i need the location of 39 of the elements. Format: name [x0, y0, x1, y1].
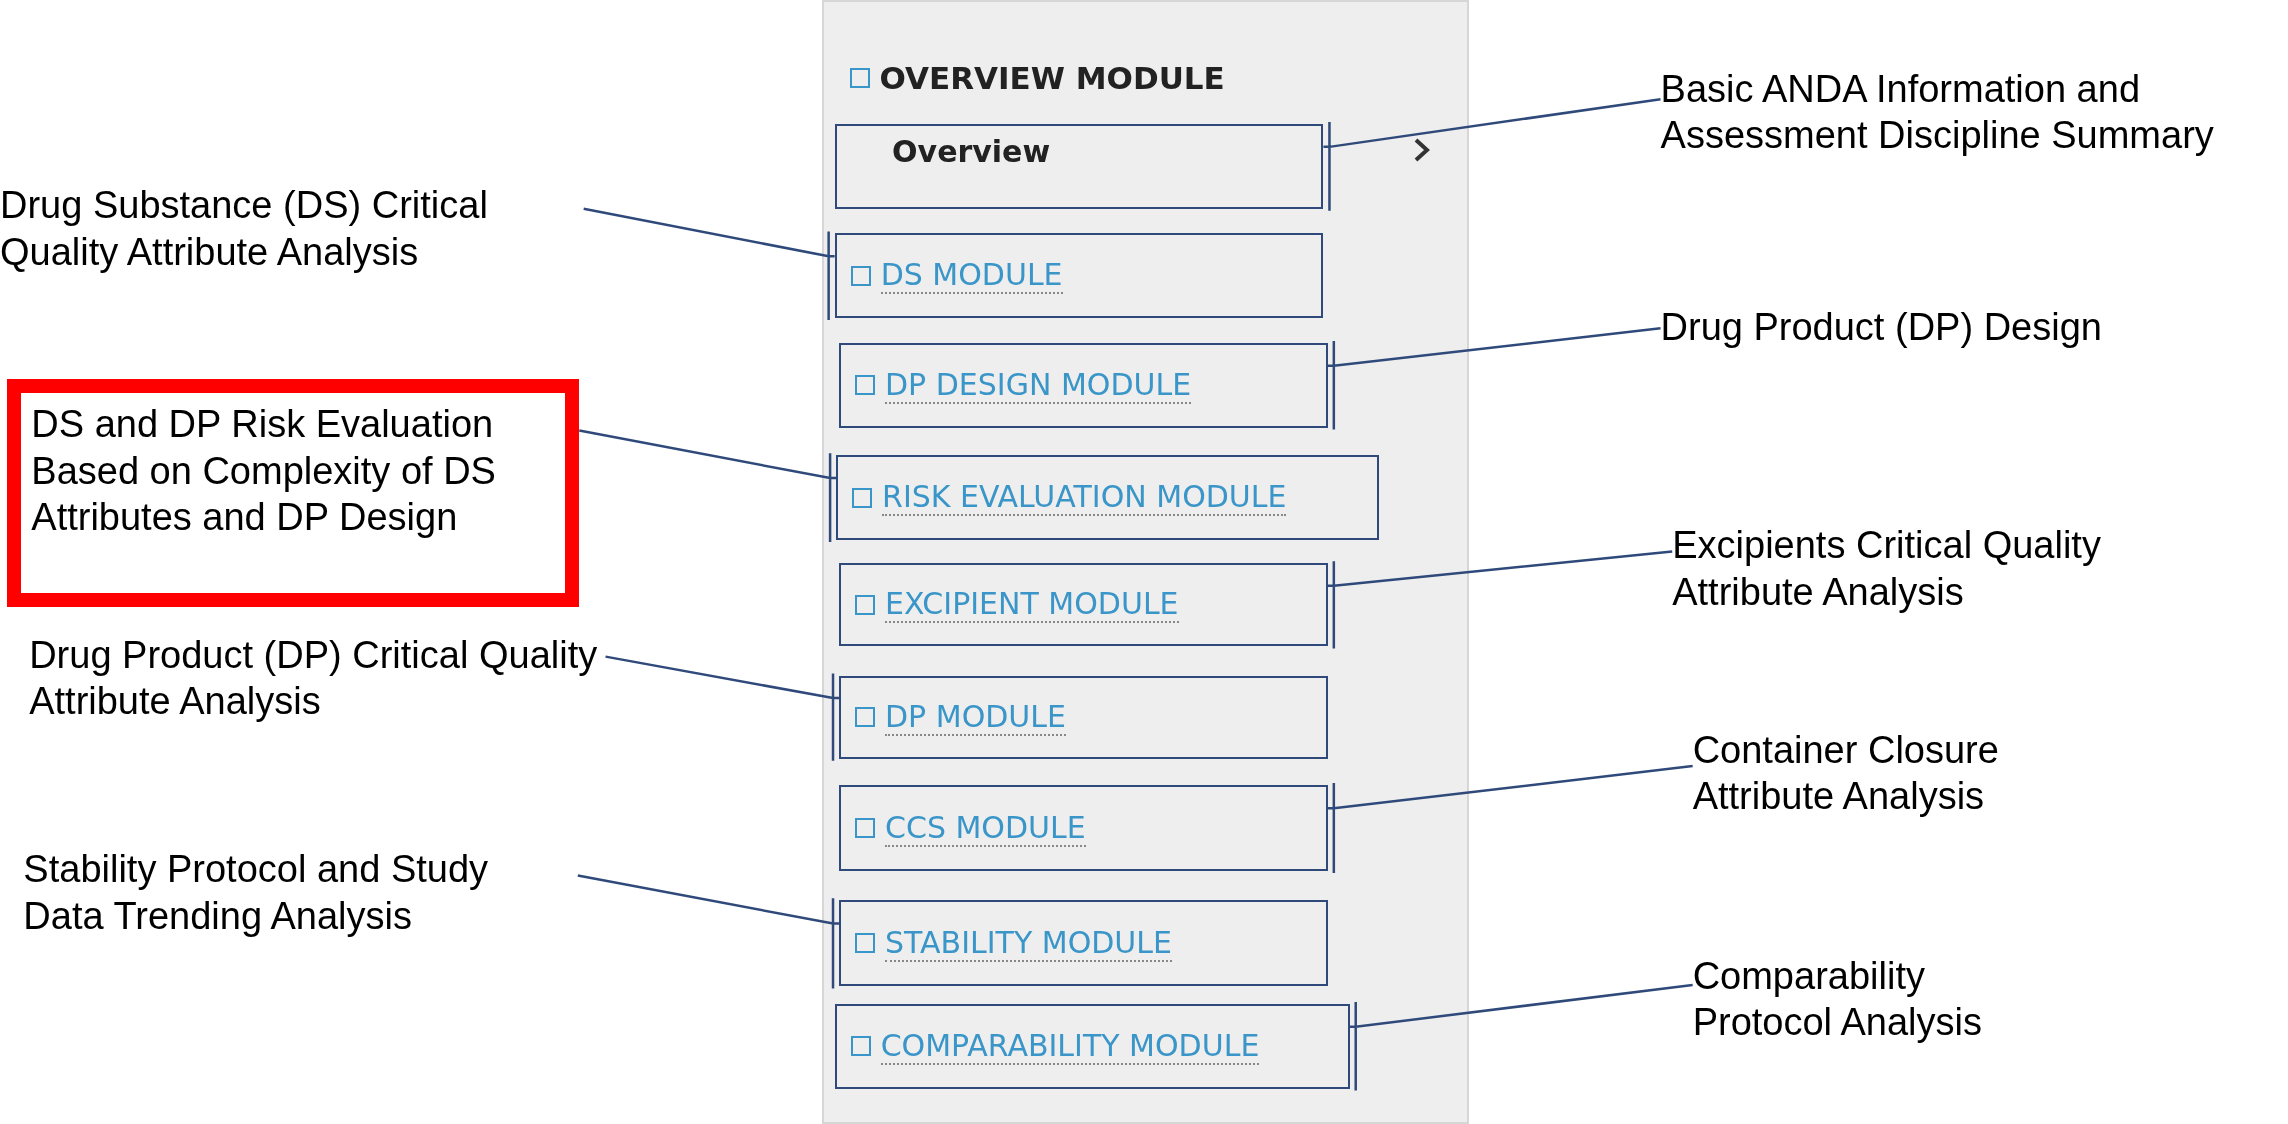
module-link: DS MODULE [880, 257, 1063, 295]
menu-item [839, 900, 1328, 987]
menu-item [834, 1003, 1350, 1089]
menu-item [834, 233, 1324, 319]
callout-text: Container Closure Attribute Analysis [1692, 726, 2102, 837]
menu-item [836, 455, 1379, 540]
leader-line [1326, 550, 1674, 650]
menu-item [839, 563, 1328, 647]
menu-label: Overview [892, 134, 1051, 169]
menu-item [839, 342, 1328, 428]
leader-line [576, 874, 841, 990]
callout-text: Stability Protocol and Study Data Trending Analysis [23, 846, 578, 956]
callout-text: Drug Product (DP) Critical Quality Attribute Analysis [29, 631, 606, 742]
module-link: COMPARABILITY MODULE [880, 1027, 1260, 1065]
menu-item [834, 124, 1324, 209]
module-link: DP MODULE [885, 698, 1066, 736]
leader-line [1326, 327, 1662, 431]
leader-line [1348, 983, 1694, 1092]
callout-text: Comparability Protocol Analysis [1692, 952, 2029, 1063]
callout-text: Excipients Critical Quality Attribute Analysis [1672, 522, 2198, 632]
module-link: CCS MODULE [885, 809, 1086, 847]
menu-item [839, 785, 1328, 872]
leader-line [582, 207, 836, 322]
leader-line [1326, 764, 1694, 875]
callout-text: DS and DP Risk Evaluation Based on Complexity of DS Attributes and DP Design [31, 402, 497, 541]
module-link: DP DESIGN MODULE [885, 366, 1192, 404]
menu-item [839, 675, 1328, 759]
leader-line [578, 429, 838, 544]
module-link: RISK EVALUATION MODULE [882, 479, 1287, 517]
leader-line [604, 655, 841, 762]
module-link: EXCIPIENT MODULE [885, 586, 1179, 624]
section-heading: OVERVIEW MODULE [879, 60, 1225, 97]
module-link: STABILITY MODULE [885, 924, 1172, 962]
leader-line [1322, 97, 1662, 212]
sidebar-panel [821, 0, 1470, 1124]
highlight-box [7, 379, 580, 607]
callout-text: Drug Substance (DS) Critical Quality Attribute Analysis [0, 182, 584, 292]
callout-text: Basic ANDA Information and Assessment Discipline Summary [1660, 65, 2288, 183]
callout-text: Drug Product (DP) Design [1660, 303, 2186, 362]
